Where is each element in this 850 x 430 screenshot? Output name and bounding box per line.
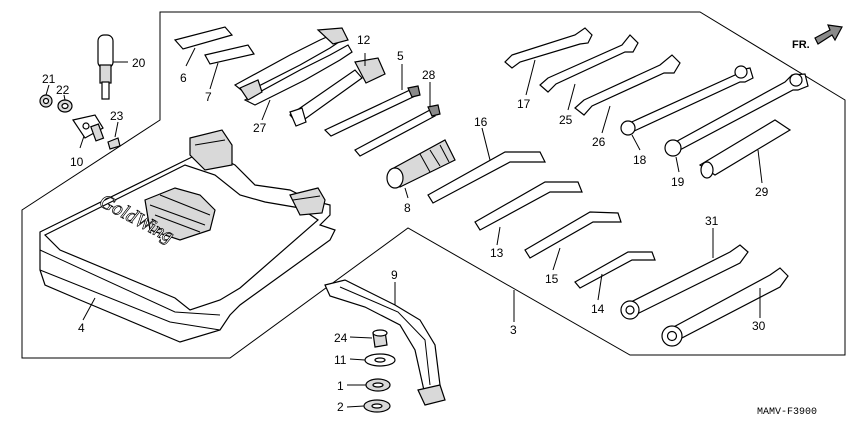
label-part-27: 27	[253, 121, 267, 135]
label-part-31: 31	[705, 214, 719, 228]
label-part-24: 24	[334, 331, 348, 345]
label-part-3: 3	[510, 323, 517, 337]
label-part-17: 17	[517, 97, 531, 111]
part-6-plate	[173, 26, 234, 67]
part-15-hex-key	[524, 211, 622, 271]
part-30-spanner	[661, 267, 789, 347]
part-1-collar	[347, 378, 391, 392]
part-7-plate	[204, 44, 255, 90]
label-part-2: 2	[337, 400, 344, 414]
part-13-hex-key	[474, 181, 583, 246]
label-part-22: 22	[56, 83, 70, 97]
label-part-13: 13	[490, 246, 504, 260]
part-16-hex-key	[427, 127, 546, 204]
part-31-spanner	[620, 228, 749, 320]
label-part-21: 21	[42, 72, 56, 86]
label-part-14: 14	[591, 302, 605, 316]
part-9-strap	[324, 279, 446, 406]
part-28-screwdriver	[354, 82, 441, 157]
part-14-hex-key	[574, 251, 656, 301]
label-part-11: 11	[334, 353, 347, 367]
label-part-4: 4	[78, 321, 85, 335]
label-part-29: 29	[755, 185, 769, 199]
label-part-8: 8	[404, 201, 411, 215]
part-17-wrench	[504, 27, 593, 96]
label-part-1: 1	[337, 379, 344, 393]
label-part-26: 26	[592, 135, 606, 149]
direction-label: FR.	[792, 39, 810, 51]
label-part-20: 20	[132, 56, 146, 70]
part-12-socket-wrench	[289, 53, 386, 127]
label-part-7: 7	[205, 90, 212, 104]
front-direction-arrow: FR.	[792, 24, 843, 51]
label-part-18: 18	[633, 153, 647, 167]
part-2-washer	[346, 399, 391, 413]
label-part-10: 10	[70, 155, 84, 169]
part-20-valve-tool	[97, 34, 128, 100]
label-part-25: 25	[559, 113, 573, 127]
label-part-15: 15	[545, 272, 559, 286]
label-part-5: 5	[397, 49, 404, 63]
part-10-bracket	[72, 114, 105, 149]
label-part-12: 12	[357, 33, 371, 47]
part-23-bolt	[107, 121, 121, 150]
label-part-23: 23	[110, 109, 124, 123]
label-part-9: 9	[391, 268, 398, 282]
part-25-wrench	[539, 34, 639, 111]
part-18-combination-wrench	[620, 65, 754, 151]
part-11-plate	[349, 353, 396, 367]
label-part-30: 30	[752, 319, 766, 333]
part-29-grip	[698, 119, 792, 184]
part-24-bolt	[349, 329, 388, 348]
label-part-19: 19	[671, 175, 685, 189]
part-21-nut	[39, 84, 53, 108]
drawing-code: MAMV-F3900	[757, 407, 817, 418]
label-part-6: 6	[180, 71, 187, 85]
label-part-16: 16	[474, 115, 488, 129]
part-27-pliers	[233, 27, 353, 121]
label-part-28: 28	[422, 68, 436, 82]
part-8-screwdriver-handle	[386, 139, 456, 199]
part-19-combination-wrench	[664, 73, 809, 173]
diagram-boundary	[21, 11, 846, 359]
part-5-screwdriver	[323, 64, 421, 137]
part-26-wrench	[574, 54, 681, 134]
part-22-washer	[57, 94, 73, 113]
tool-case: GoldWing	[39, 129, 336, 343]
